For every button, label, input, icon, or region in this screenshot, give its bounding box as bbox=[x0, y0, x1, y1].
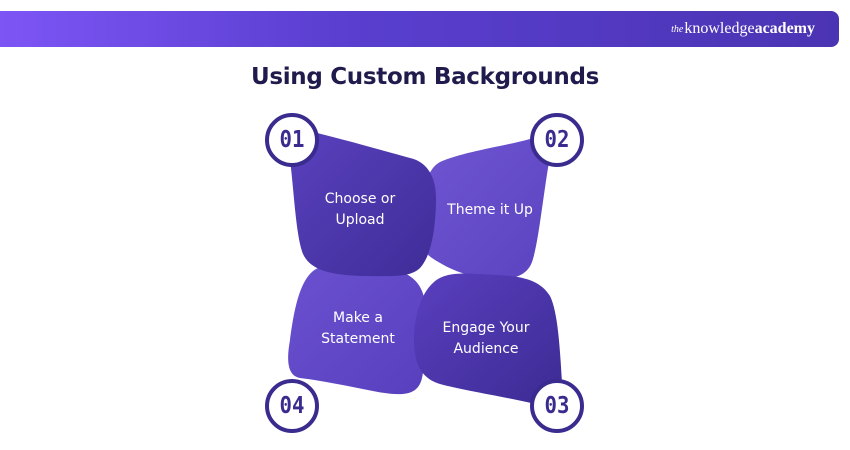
step-label-theme: Theme it Up bbox=[447, 202, 533, 218]
step-label-choose: Choose or Upload bbox=[324, 191, 396, 228]
tile-statement bbox=[288, 264, 426, 395]
page-title: Using Custom Backgrounds bbox=[250, 64, 600, 90]
tile-engage bbox=[414, 273, 563, 407]
tile-theme bbox=[419, 138, 550, 280]
badge-01 bbox=[265, 113, 319, 167]
badge-03 bbox=[530, 379, 584, 433]
brand-bold: academy bbox=[754, 20, 815, 37]
step-number-03: 03 bbox=[544, 393, 570, 419]
step-label-statement: Make a Statement bbox=[321, 310, 395, 347]
header-bar: the knowledge academy bbox=[0, 11, 839, 47]
tile-choose bbox=[288, 128, 436, 277]
brand-logo[interactable]: the knowledge academy bbox=[671, 11, 815, 47]
step-number-04: 04 bbox=[279, 393, 305, 419]
step-number-01: 01 bbox=[279, 127, 305, 153]
step-number-02: 02 bbox=[544, 127, 570, 153]
brand-prefix: the bbox=[671, 23, 684, 35]
step-label-engage: Engage Your Audience bbox=[442, 320, 530, 357]
badge-04 bbox=[265, 379, 319, 433]
brand-word: knowledge bbox=[684, 20, 755, 37]
badge-02 bbox=[530, 113, 584, 167]
